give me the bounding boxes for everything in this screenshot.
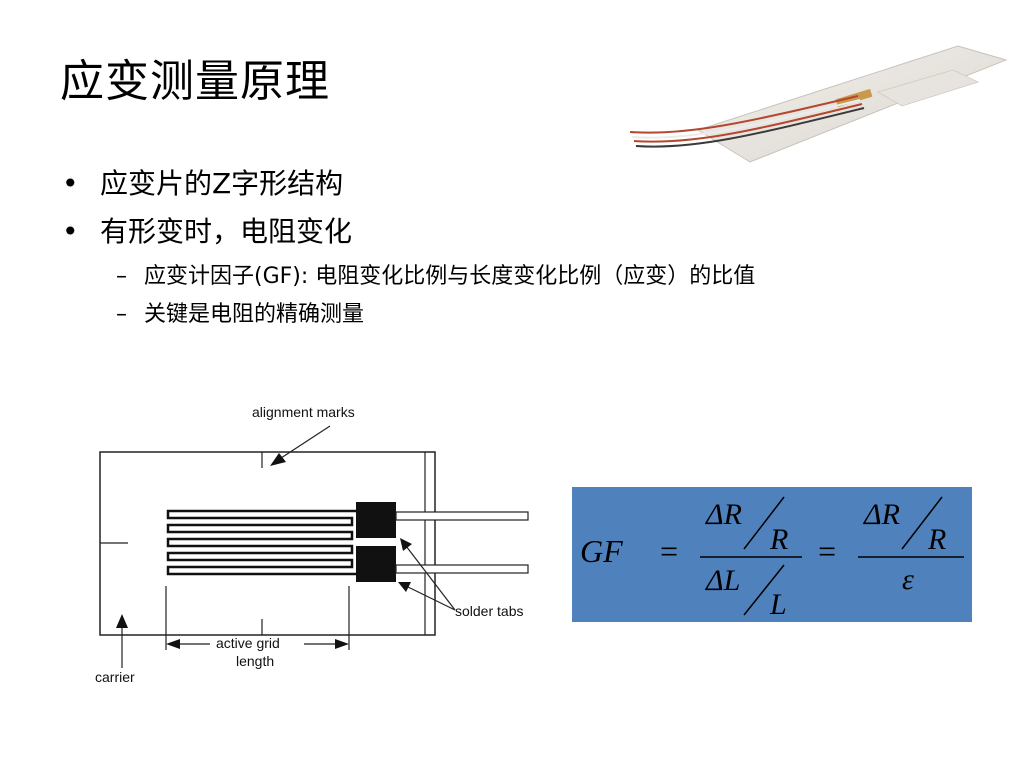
wire-black bbox=[635, 107, 865, 148]
solder-arrowhead-top bbox=[400, 538, 412, 551]
bullet-text: 有形变时，电阻变化 bbox=[100, 215, 353, 249]
label-grid-length: length bbox=[236, 653, 274, 669]
gauge-factor-formula: GF = ΔR R ΔL L = ΔR R ε bbox=[572, 487, 972, 622]
bullet-marker: • bbox=[62, 215, 79, 249]
bullet-item-resistance: • 有形变时，电阻变化 bbox=[60, 214, 960, 250]
grid-dimension-arrow-right bbox=[335, 639, 349, 649]
frac1-num-bottom: R bbox=[769, 523, 788, 556]
solder-pointer-bottom bbox=[405, 585, 456, 611]
wire-red-1 bbox=[629, 95, 859, 134]
solder-pointer-top bbox=[405, 545, 456, 611]
carrier-arrowhead bbox=[116, 614, 128, 628]
frac2-den: ε bbox=[902, 563, 914, 596]
strain-gauge-diagram: alignment marks solder tabs active grid … bbox=[95, 404, 529, 685]
frac1-num-top: ΔR bbox=[705, 498, 742, 531]
grid-dimension-arrow-left bbox=[166, 639, 180, 649]
bullet-text: 应变片的Z字形结构 bbox=[100, 167, 344, 200]
formula-equals-1: = bbox=[658, 533, 680, 569]
solder-tab-bottom bbox=[356, 546, 396, 582]
bullet-list: • 应变片的Z字形结构 • 有形变时，电阻变化 – 应变计因子(GF): 电阻变… bbox=[60, 166, 960, 340]
gauge-grid-area bbox=[876, 69, 980, 107]
gauge-solder-pad bbox=[835, 88, 873, 108]
zigzag-grid bbox=[166, 509, 358, 576]
alignment-pointer bbox=[277, 425, 331, 461]
solder-arrowhead-bottom bbox=[398, 582, 411, 592]
strain-gauge-photo bbox=[629, 45, 1008, 163]
sub-bullet-marker: – bbox=[116, 263, 127, 289]
alignment-arrowhead bbox=[270, 453, 286, 466]
sub-bullet-gauge-factor: – 应变计因子(GF): 电阻变化比例与长度变化比例（应变）的比值 bbox=[60, 263, 960, 292]
solder-tab-top bbox=[356, 502, 396, 538]
bullet-item-zigzag: • 应变片的Z字形结构 bbox=[60, 166, 960, 202]
frac1-num-slash bbox=[743, 496, 785, 550]
frac1-den-top: ΔL bbox=[705, 564, 740, 597]
frac2-num-bottom: R bbox=[927, 523, 946, 556]
bullet-marker: • bbox=[62, 167, 79, 200]
frac1-den-slash bbox=[743, 564, 785, 616]
wire-red-2 bbox=[633, 103, 863, 143]
wire-white-1 bbox=[631, 99, 861, 139]
frac2-num-top: ΔR bbox=[863, 498, 900, 531]
frac2-num-slash bbox=[901, 496, 943, 550]
formula-lhs: GF bbox=[580, 533, 623, 569]
label-solder-tabs: solder tabs bbox=[455, 603, 523, 619]
lead-bottom bbox=[395, 564, 529, 574]
sub-bullet-text: 关键是电阻的精确测量 bbox=[144, 302, 365, 328]
label-alignment-marks: alignment marks bbox=[252, 404, 355, 420]
label-carrier: carrier bbox=[95, 669, 135, 685]
formula-svg: GF = ΔR R ΔL L = ΔR R ε bbox=[580, 496, 964, 621]
carrier-outline bbox=[99, 451, 436, 636]
sub-bullet-text: 应变计因子(GF): 电阻变化比例与长度变化比例（应变）的比值 bbox=[144, 263, 756, 289]
sub-bullet-measurement: – 关键是电阻的精确测量 bbox=[60, 301, 960, 330]
label-active-grid: active grid bbox=[216, 635, 280, 651]
gauge-carrier bbox=[696, 45, 1008, 163]
sub-bullet-marker: – bbox=[116, 302, 127, 328]
lead-top bbox=[395, 511, 529, 521]
slide-title: 应变测量原理 bbox=[60, 56, 330, 107]
frac1-den-bottom: L bbox=[769, 588, 787, 621]
formula-equals-2: = bbox=[816, 533, 838, 569]
